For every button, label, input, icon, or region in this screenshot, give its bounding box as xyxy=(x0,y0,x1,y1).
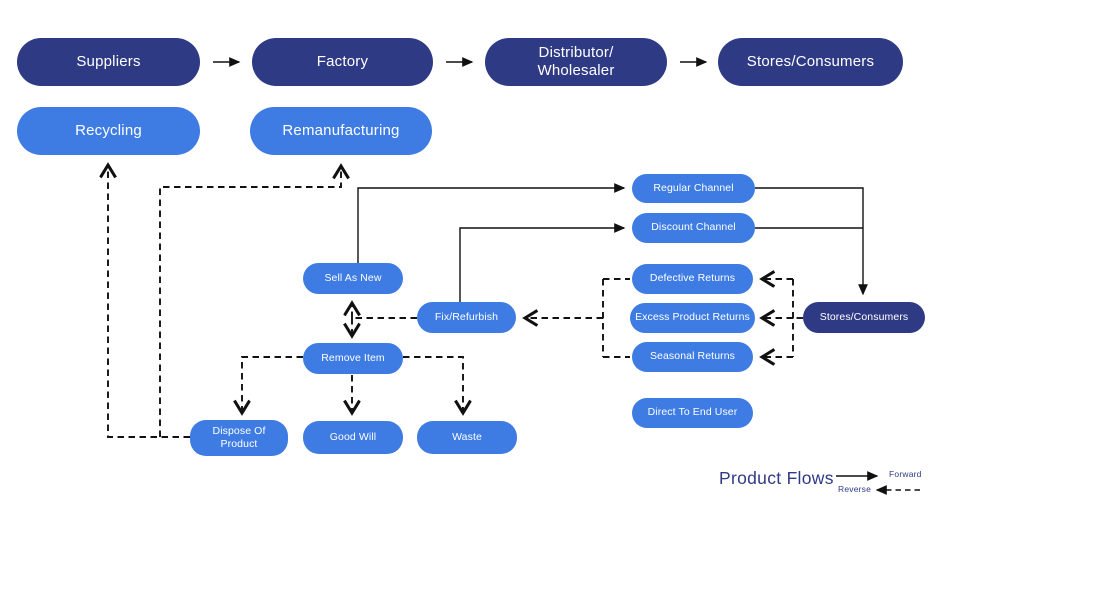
edge-sell-as-new-regular-channel xyxy=(357,183,626,263)
edge-fix-refurbish-discount-channel xyxy=(459,223,626,302)
edge-regular-channel-stores-right xyxy=(755,187,868,296)
node-distributor-wholesaler: Distributor/ Wholesaler xyxy=(485,38,667,86)
legend-forward-label: Forward xyxy=(889,469,922,479)
node-excess-product-returns: Excess Product Returns xyxy=(630,303,755,333)
node-stores-consumers-right: Stores/Consumers xyxy=(803,302,925,333)
edge-remove-item-waste xyxy=(403,356,463,412)
node-stores-consumers-top: Stores/Consumers xyxy=(718,38,903,86)
node-fix-refurbish: Fix/Refurbish xyxy=(417,302,516,333)
node-sell-as-new: Sell As New xyxy=(303,263,403,294)
edge-dispose-remanufacturing xyxy=(159,167,341,437)
node-regular-channel: Regular Channel xyxy=(632,174,755,203)
edge-remove-item-dispose xyxy=(242,356,303,412)
node-discount-channel: Discount Channel xyxy=(632,213,755,243)
legend-reverse-label: Reverse xyxy=(838,484,872,494)
node-remanufacturing: Remanufacturing xyxy=(250,107,432,155)
node-dispose-of-product: Dispose Of Product xyxy=(190,420,288,456)
node-direct-to-end-user: Direct To End User xyxy=(632,398,753,428)
node-seasonal-returns: Seasonal Returns xyxy=(632,342,753,372)
node-factory: Factory xyxy=(252,38,433,86)
node-recycling: Recycling xyxy=(17,107,200,155)
node-remove-item: Remove Item xyxy=(303,343,403,374)
node-suppliers: Suppliers xyxy=(17,38,200,86)
node-defective-returns: Defective Returns xyxy=(632,264,753,294)
node-waste: Waste xyxy=(417,421,517,454)
legend-title: Product Flows xyxy=(719,468,834,488)
edge-dispose-recycling xyxy=(108,166,190,438)
node-good-will: Good Will xyxy=(303,421,403,454)
